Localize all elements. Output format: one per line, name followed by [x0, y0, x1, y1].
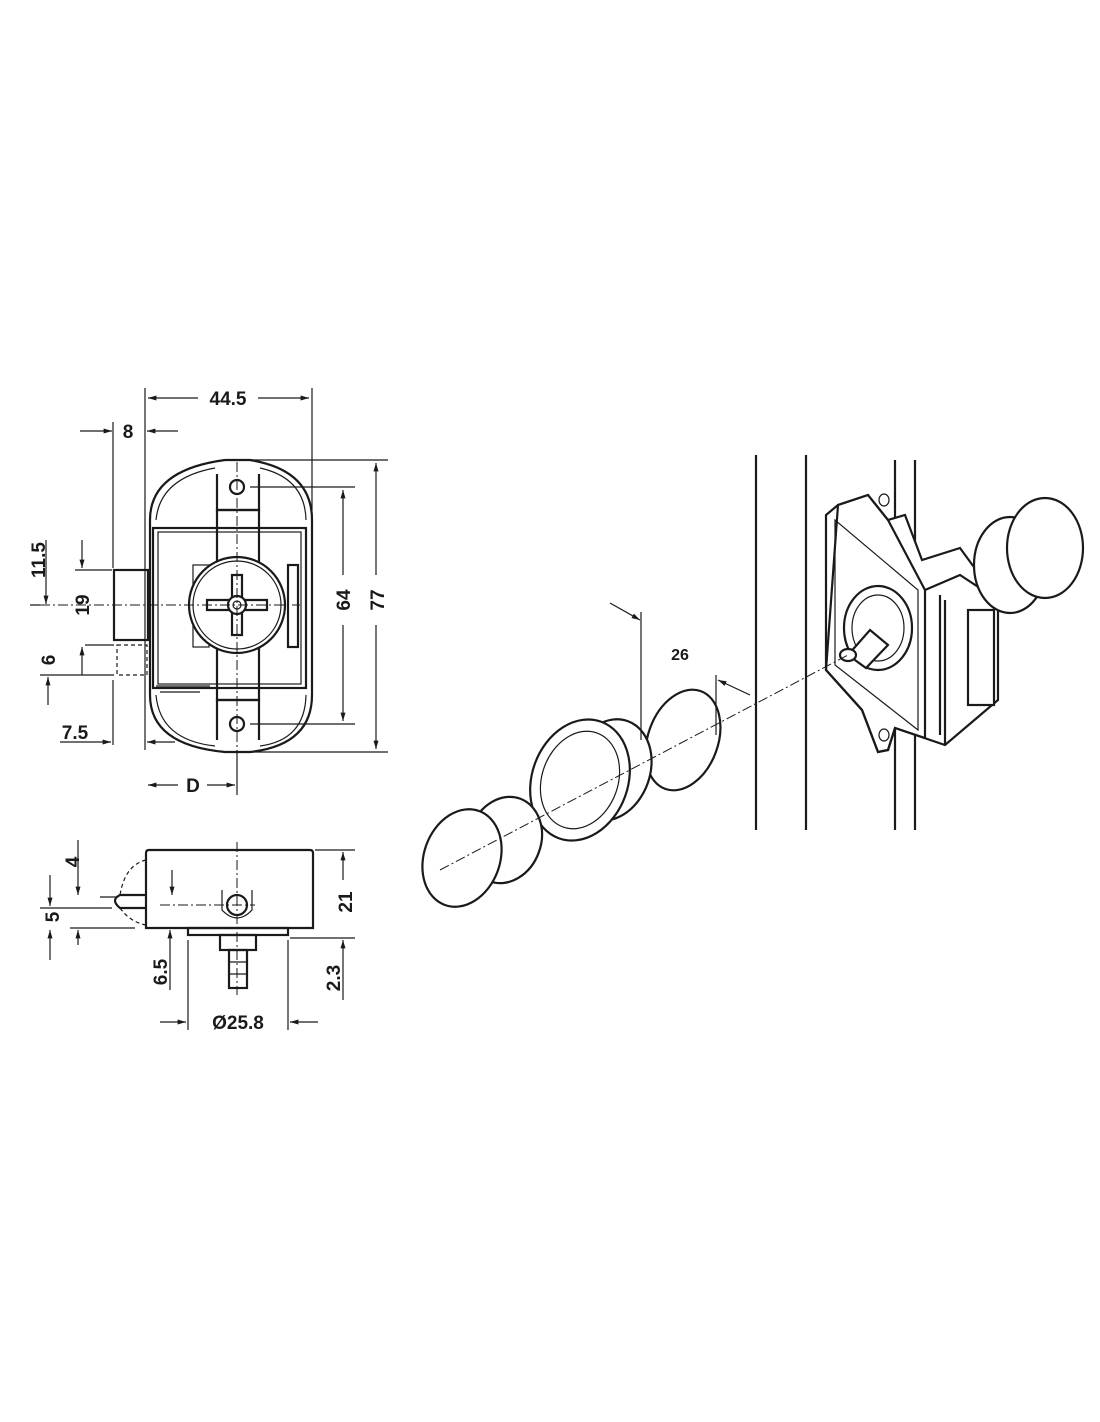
dim-6-label: 6 — [39, 655, 60, 666]
exploded-view: 26 — [421, 455, 1085, 908]
dim-21-label: 21 — [336, 891, 357, 913]
dim-4-label: 4 — [63, 856, 84, 867]
dim-D-label: D — [186, 776, 200, 797]
dim-width-label: 44.5 — [210, 389, 247, 410]
dim-7-5-label: 7.5 — [62, 723, 89, 744]
dim-64-label: 64 — [334, 589, 355, 611]
dim-26-label: 26 — [671, 647, 689, 664]
dim-6-5-label: 6.5 — [151, 958, 172, 985]
dim-77-label: 77 — [368, 589, 389, 610]
dim-19-label: 19 — [73, 594, 94, 615]
dim-2-3-label: 2.3 — [324, 965, 345, 991]
front-view: 44.5 8 11.5 19 6 7.5 D 64 77 — [29, 388, 389, 797]
dim-11-5-label: 11.5 — [29, 542, 50, 578]
dim-5-label: 5 — [43, 911, 64, 922]
side-view: 4 5 21 6.5 2.3 Ø25.8 — [40, 840, 357, 1034]
dim-8-label: 8 — [123, 422, 134, 443]
dim-diameter-label: Ø25.8 — [212, 1013, 264, 1034]
